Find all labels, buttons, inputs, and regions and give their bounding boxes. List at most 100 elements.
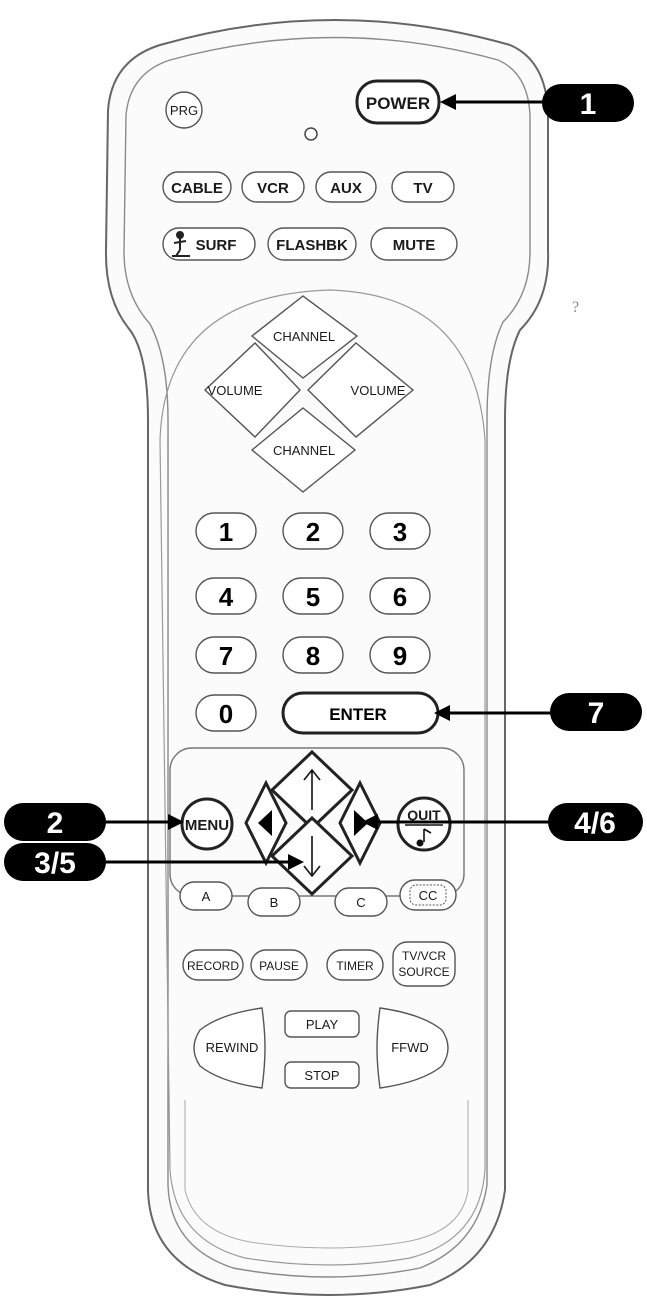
surfer-icon [172, 231, 190, 257]
flashbk-label: FLASHBK [276, 237, 348, 254]
key-0[interactable]: 0 [195, 694, 257, 732]
key-3-label: 3 [393, 517, 407, 547]
pause-label: PAUSE [259, 959, 299, 973]
remote-inner-outline [123, 36, 531, 1278]
channel-up-button[interactable]: CHANNEL [250, 295, 359, 379]
c-label: C [356, 895, 365, 910]
key-2[interactable]: 2 [282, 512, 344, 550]
prg-button[interactable]: PRG [165, 91, 203, 129]
a-button[interactable]: A [179, 881, 233, 911]
volume-left-label: VOLUME [208, 383, 263, 398]
key-3[interactable]: 3 [369, 512, 431, 550]
key-5-label: 5 [306, 582, 320, 612]
menu-button[interactable]: MENU [180, 797, 234, 851]
key-0-label: 0 [219, 699, 233, 729]
callout-3-5-label: 3/5 [34, 847, 76, 880]
key-6-label: 6 [393, 582, 407, 612]
callout-3-5: 3/5 [4, 843, 304, 881]
stray-mark: ? [572, 299, 579, 316]
volume-left-button[interactable]: VOLUME [203, 342, 301, 438]
callout-1-label: 1 [580, 88, 597, 121]
key-5[interactable]: 5 [282, 577, 344, 615]
channel-up-label: CHANNEL [273, 329, 335, 344]
callout-1: 1 [440, 84, 634, 122]
volume-right-label: VOLUME [351, 383, 406, 398]
key-6[interactable]: 6 [369, 577, 431, 615]
timer-label: TIMER [336, 959, 374, 973]
source-label: SOURCE [398, 965, 449, 979]
callout-4-6: 4/6 [362, 803, 643, 841]
rewind-button[interactable]: REWIND [193, 1007, 266, 1089]
lower-face-inner-line [184, 1100, 469, 1249]
surf-label: SURF [196, 237, 237, 254]
tv-button[interactable]: TV [391, 171, 455, 203]
tv-label: TV [413, 180, 432, 197]
vcr-button[interactable]: VCR [241, 171, 305, 203]
left-arrow-icon [258, 810, 272, 836]
timer-button[interactable]: TIMER [326, 949, 384, 981]
aux-label: AUX [330, 180, 362, 197]
stop-button[interactable]: STOP [284, 1061, 360, 1089]
rewind-label: REWIND [206, 1040, 259, 1055]
key-2-label: 2 [306, 517, 320, 547]
flashbk-button[interactable]: FLASHBK [267, 227, 357, 261]
callout-7: 7 [434, 693, 642, 731]
mute-button[interactable]: MUTE [370, 227, 458, 261]
key-9-label: 9 [393, 641, 407, 671]
c-button[interactable]: C [334, 887, 388, 917]
key-7-label: 7 [219, 641, 233, 671]
callout-4-6-label: 4/6 [574, 807, 616, 840]
ffwd-button[interactable]: FFWD [376, 1007, 449, 1089]
callout-2-label: 2 [47, 807, 64, 840]
power-button[interactable]: POWER [355, 79, 441, 125]
channel-down-label: CHANNEL [273, 443, 335, 458]
left-arrow-button[interactable] [244, 779, 288, 867]
callout-7-label: 7 [588, 697, 605, 730]
key-9[interactable]: 9 [369, 636, 431, 674]
down-arrow-button[interactable] [269, 815, 355, 897]
volume-right-button[interactable]: VOLUME [306, 342, 415, 438]
up-arrow-icon [303, 768, 321, 810]
b-label: B [270, 895, 279, 910]
quit-button[interactable]: QUIT [396, 796, 452, 852]
prg-label: PRG [170, 103, 198, 118]
key-1-label: 1 [219, 517, 233, 547]
key-8-label: 8 [306, 641, 320, 671]
a-label: A [202, 889, 211, 904]
play-label: PLAY [306, 1017, 339, 1032]
power-label: POWER [366, 94, 430, 113]
record-button[interactable]: RECORD [182, 949, 244, 981]
right-arrow-button[interactable] [338, 779, 382, 867]
cc-button[interactable]: CC [399, 879, 457, 911]
quit-label: QUIT [407, 807, 441, 823]
play-button[interactable]: PLAY [284, 1010, 360, 1038]
music-note-icon [423, 828, 432, 842]
enter-label: ENTER [329, 705, 387, 724]
mute-label: MUTE [393, 237, 436, 254]
aux-button[interactable]: AUX [315, 171, 377, 203]
key-4-label: 4 [219, 582, 234, 612]
channel-down-button[interactable]: CHANNEL [250, 407, 357, 493]
tvvcr-label: TV/VCR [402, 949, 446, 963]
right-arrow-icon [354, 810, 368, 836]
key-8[interactable]: 8 [282, 636, 344, 674]
surf-button[interactable]: SURF [162, 227, 256, 261]
cable-label: CABLE [171, 180, 223, 197]
tvvcr-source-button[interactable]: TV/VCR SOURCE [392, 941, 456, 987]
vcr-label: VCR [257, 180, 289, 197]
key-7[interactable]: 7 [195, 636, 257, 674]
down-arrow-icon [303, 836, 321, 878]
cable-button[interactable]: CABLE [162, 171, 232, 203]
b-button[interactable]: B [247, 887, 301, 917]
ffwd-label: FFWD [391, 1040, 429, 1055]
indicator-led [304, 127, 318, 141]
stop-label: STOP [304, 1068, 339, 1083]
pause-button[interactable]: PAUSE [250, 949, 308, 981]
enter-button[interactable]: ENTER [281, 691, 440, 735]
lower-face-arch [159, 289, 486, 1266]
key-4[interactable]: 4 [195, 577, 257, 615]
menu-label: MENU [185, 817, 229, 834]
key-1[interactable]: 1 [195, 512, 257, 550]
cc-label: CC [419, 888, 438, 903]
